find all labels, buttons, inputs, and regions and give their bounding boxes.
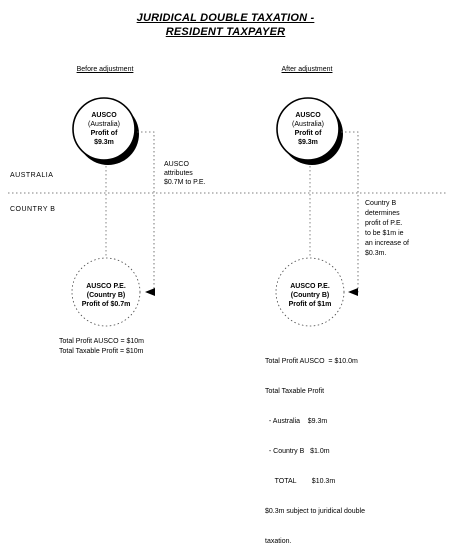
- left-heading: Before adjustment: [76, 66, 134, 73]
- region-country-b: COUNTRY B: [10, 206, 56, 213]
- diagram-title-line1: JURIDICAL DOUBLE TAXATION -: [136, 12, 315, 24]
- total-line: Total Taxable Profit = $10m: [59, 348, 144, 355]
- circle-line: $9.3m: [298, 139, 318, 146]
- circle-line: (Country B): [290, 292, 330, 299]
- region-australia: AUSTRALIA: [10, 172, 54, 179]
- left-attribution-line: [137, 131, 155, 293]
- text-line: AUSCO: [164, 161, 189, 168]
- right-heading: After adjustment: [281, 66, 333, 73]
- diagram-title-line2: RESIDENT TAXPAYER: [165, 26, 286, 38]
- circle-line: AUSCO P.E.: [86, 283, 126, 290]
- right-totals: Total Profit AUSCO = $10.0m Total Taxabl…: [265, 337, 365, 557]
- circle-line: (Australia): [88, 121, 120, 128]
- circle-line: AUSCO: [91, 112, 117, 119]
- total-line: - Country B $1.0m: [265, 448, 330, 455]
- circle-line: $9.3m: [94, 139, 114, 146]
- text-line: $0.7M to P.E.: [164, 179, 206, 186]
- left-totals: Total Profit AUSCO = $10m Total Taxable …: [59, 337, 144, 357]
- circle-line: Profit of $1m: [288, 301, 332, 308]
- circle-line: Profit of: [294, 130, 322, 137]
- left-pe-circle: [71, 257, 141, 327]
- total-line: taxation.: [265, 538, 292, 545]
- text-line: profit of P.E.: [365, 220, 403, 227]
- right-top-circle: [276, 97, 340, 161]
- circle-line: Profit of $0.7m: [81, 301, 131, 308]
- right-pe-circle-text: AUSCO P.E. (Country B) Profit of $1m: [270, 282, 350, 309]
- total-line: Total Taxable Profit: [265, 388, 325, 395]
- left-pe-circle-text: AUSCO P.E. (Country B) Profit of $0.7m: [66, 282, 146, 309]
- circle-line: AUSCO: [295, 112, 321, 119]
- circle-line: AUSCO P.E.: [290, 283, 330, 290]
- text-line: Country B: [365, 200, 397, 207]
- circle-line: (Country B): [86, 292, 126, 299]
- right-top-circle-text: AUSCO (Australia) Profit of $9.3m: [278, 111, 338, 147]
- circle-line: (Australia): [292, 121, 324, 128]
- total-line: - Australia $9.3m: [265, 418, 328, 425]
- right-pe-circle: [275, 257, 345, 327]
- left-top-circle: [72, 97, 136, 161]
- text-line: to be $1m ie: [365, 230, 404, 237]
- text-line: $0.3m.: [365, 250, 387, 257]
- total-line: $0.3m subject to juridical double: [265, 508, 366, 515]
- text-line: determines: [365, 210, 400, 217]
- text-line: attributes: [164, 170, 193, 177]
- right-determination-line: [341, 131, 359, 293]
- total-line: Total Profit AUSCO = $10.0m: [265, 358, 358, 365]
- total-line: TOTAL $10.3m: [265, 478, 336, 485]
- right-determination-text: Country B determines profit of P.E. to b…: [365, 199, 409, 259]
- left-top-circle-text: AUSCO (Australia) Profit of $9.3m: [74, 111, 134, 147]
- total-line: Total Profit AUSCO = $10m: [59, 338, 145, 345]
- text-line: an increase of: [365, 240, 409, 247]
- right-arrowhead: [348, 288, 358, 296]
- diagram-lines: [8, 97, 446, 327]
- left-arrowhead: [145, 288, 155, 296]
- left-attribution-text: AUSCO attributes $0.7M to P.E.: [164, 160, 206, 187]
- circle-line: Profit of: [90, 130, 118, 137]
